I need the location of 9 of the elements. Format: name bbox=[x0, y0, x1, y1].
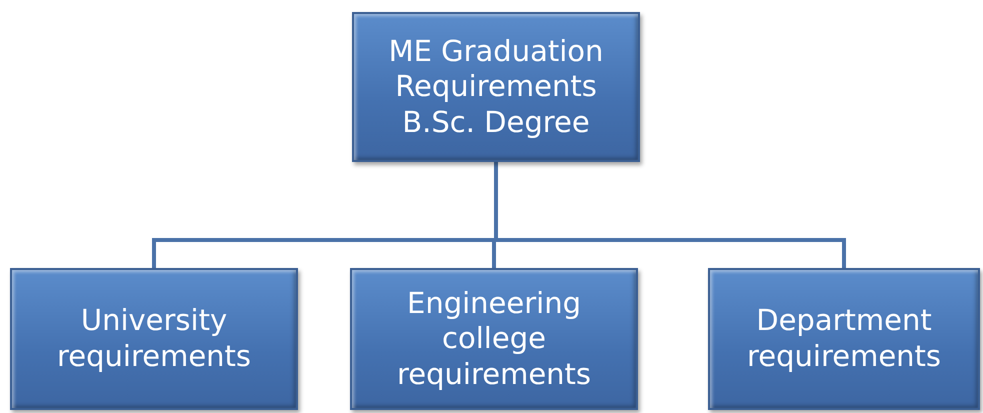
box-label: ME Graduation Requirements B.Sc. Degree bbox=[388, 34, 604, 140]
process-box bbox=[352, 12, 640, 162]
process-box bbox=[708, 268, 980, 410]
box-label: University requirements bbox=[56, 303, 252, 375]
process-box bbox=[10, 268, 298, 410]
process-box bbox=[350, 268, 638, 410]
box-label: Department requirements bbox=[746, 303, 942, 375]
box-label: Engineering college requirements bbox=[396, 286, 592, 392]
connector-line bbox=[494, 162, 846, 268]
